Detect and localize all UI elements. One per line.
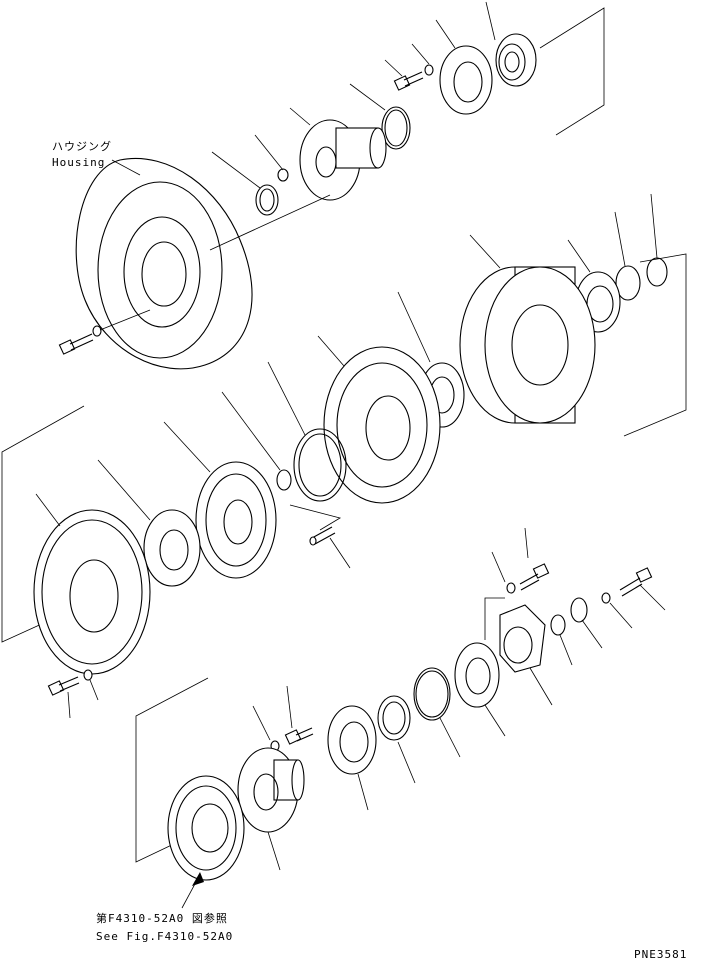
cover-plate-lower: [454, 642, 506, 737]
turbine: [317, 335, 441, 504]
bolt-lower-mid: [491, 527, 550, 594]
seal-collar: [211, 151, 279, 216]
see-fig-label-en: See Fig.F4310-52A0: [96, 930, 233, 943]
snap-ring-right: [646, 193, 668, 287]
snap-ring-small: [221, 391, 292, 491]
small-bolt-left: [254, 134, 289, 182]
drive-plate: [33, 493, 151, 675]
group-bracket-top: [539, 7, 605, 136]
o-ring-right: [614, 211, 641, 301]
stator-gear: [163, 421, 277, 579]
bolt-top: [384, 43, 434, 91]
o-ring-lower: [413, 667, 461, 758]
retainer-plate-top: [435, 19, 493, 115]
bearing-cage: [484, 597, 553, 706]
page-code: PNE3581: [634, 948, 687, 961]
seal-lower: [377, 695, 416, 784]
pin: [289, 504, 351, 569]
see-fig-label-jp: 第F4310-52A0 図参照: [96, 911, 228, 925]
bolt-lower-right: [601, 567, 666, 629]
housing-bolt: [58, 309, 151, 355]
flange-lower: [237, 747, 305, 871]
group-bracket-bottom: [135, 677, 209, 863]
bearing-lower: [327, 705, 377, 811]
bolt-lower-left: [252, 685, 314, 752]
hub: [97, 459, 201, 587]
housing-label-jp: ハウジング: [52, 139, 112, 153]
drive-plate-bolt: [47, 669, 99, 719]
drum-housing: [459, 234, 596, 424]
flange-coupling-top: [289, 107, 387, 201]
group-bracket-middle: [623, 253, 687, 437]
housing: [75, 158, 331, 370]
lock-ring: [267, 361, 347, 502]
washer-lower-right: [570, 597, 603, 649]
shim-lower-right: [550, 614, 573, 666]
o-ring-top: [349, 83, 411, 150]
group-bracket-left: [1, 405, 85, 643]
housing-label-en: Housing: [52, 156, 105, 169]
ring-gear-lower: [167, 775, 245, 909]
bearing-top: [485, 1, 537, 87]
